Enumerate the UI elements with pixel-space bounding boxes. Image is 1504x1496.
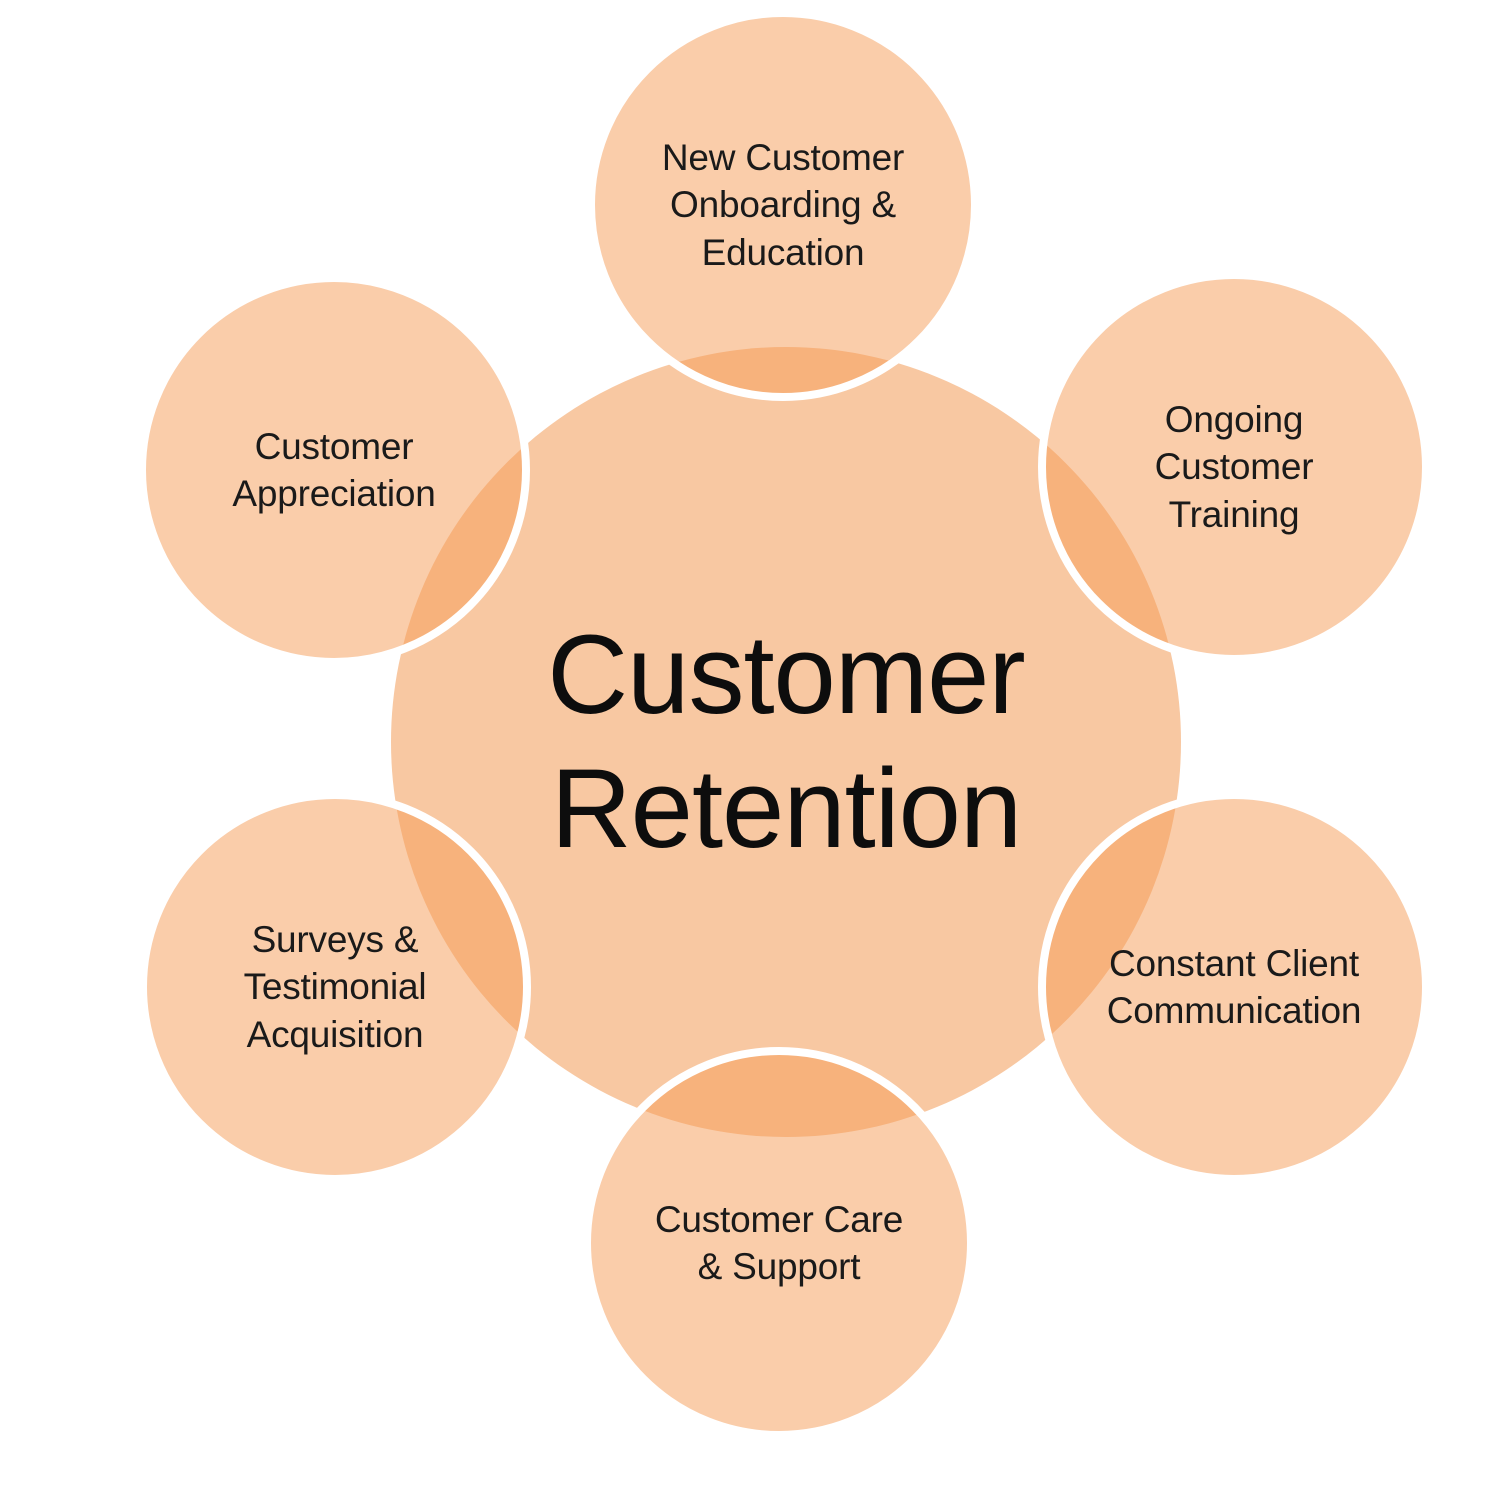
satellite-circle-ongoing-customer-training: Ongoing Customer Training [1038,271,1430,663]
satellite-circle-constant-client-communication: Constant Client Communication [1038,791,1430,1183]
satellite-circle-customer-appreciation: Customer Appreciation [138,274,530,666]
satellite-label-constant-client-communication: Constant Client Communication [1106,942,1362,1031]
satellite-label-new-customer-onboarding-education: New Customer Onboarding & Education [661,136,905,273]
satellite-label-customer-care-support: Customer Care & Support [654,1198,904,1287]
satellite-label-ongoing-customer-training: Ongoing Customer Training [1154,398,1314,535]
satellite-circle-customer-care-support: Customer Care & Support [583,1047,975,1439]
satellite-circle-surveys-testimonial-acquisition: Surveys & Testimonial Acquisition [139,791,531,1183]
satellite-circle-new-customer-onboarding-education: New Customer Onboarding & Education [587,9,979,401]
satellite-label-customer-appreciation: Customer Appreciation [232,425,436,514]
center-label: Customer Retention [547,611,1025,871]
satellite-label-surveys-testimonial-acquisition: Surveys & Testimonial Acquisition [243,918,427,1055]
